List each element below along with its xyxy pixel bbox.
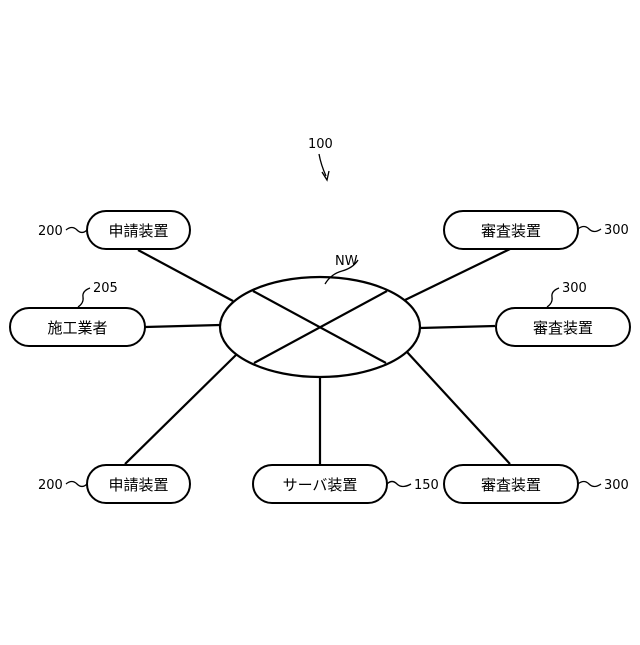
ref-leader [387,482,411,487]
link-reviewer-top [405,249,510,300]
reviewer-device-ref: 300 [604,223,629,238]
contractor-ref: 205 [93,281,118,296]
reviewer-device-label: 審査装置 [533,319,593,337]
ref-leader [547,288,559,307]
applicant-device-ref: 200 [38,478,63,493]
ref-leader [578,482,601,487]
reviewer-device-label: 審査装置 [481,476,541,494]
reviewer-device-label: 審査装置 [481,222,541,240]
contractor-node: 施工業者 [10,308,145,346]
server-device-label: サーバ装置 [283,476,358,494]
reviewer-device-node-top: 審査装置 [444,211,578,249]
link-reviewer-mid [420,326,495,328]
applicant-device-node-bottom: 申請装置 [87,465,190,503]
link-reviewer-bottom [407,352,510,464]
applicant-device-label: 申請装置 [108,476,168,494]
ref-leader [78,288,90,307]
server-device-ref: 150 [414,478,439,493]
ref-leader [578,227,601,232]
link-applicant-bottom [125,354,237,464]
system-ref-label: 100 [308,137,333,152]
reviewer-device-ref: 300 [604,478,629,493]
contractor-label: 施工業者 [47,319,107,337]
ref-leader [66,228,87,233]
link-applicant-top [138,250,233,301]
reviewer-device-node-bottom: 審査装置 [444,465,578,503]
reviewer-device-node-mid: 審査装置 [496,308,630,346]
network-node [220,277,420,377]
link-contractor [145,325,220,327]
network-label: NW [335,254,358,269]
server-device-node: サーバ装置 [253,465,387,503]
reviewer-device-ref: 300 [562,281,587,296]
ref-leader [66,482,87,487]
applicant-device-label: 申請装置 [108,222,168,240]
applicant-device-ref: 200 [38,224,63,239]
applicant-device-node-top: 申請装置 [87,211,190,249]
